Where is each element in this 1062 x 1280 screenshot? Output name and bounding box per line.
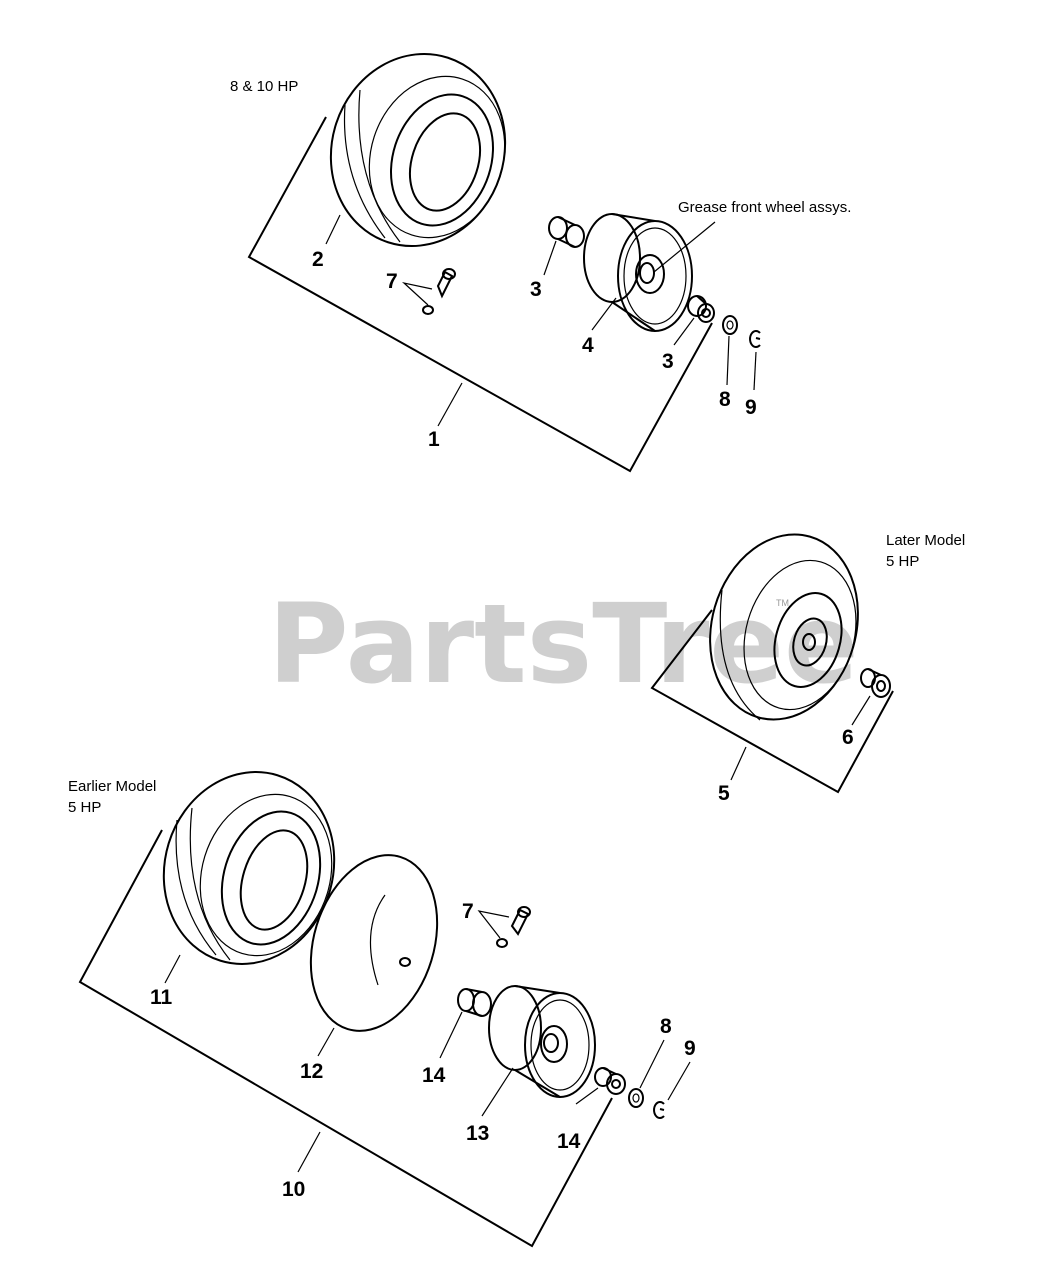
assembly-earlier-5hp: Earlier Model 5 HP 7 11 12 14 8 9 13 14 … <box>68 771 696 1248</box>
bracket-line-10 <box>78 829 613 1248</box>
washer-8-top-drawing <box>722 315 738 335</box>
callout-9-bottom: 9 <box>684 1037 696 1060</box>
tire-11-drawing <box>162 771 336 965</box>
note-later-5hp: 5 HP <box>886 553 919 570</box>
callout-3-right: 3 <box>662 350 674 373</box>
leader-9a <box>753 351 757 391</box>
callout-1: 1 <box>428 428 440 451</box>
note-8-10-hp: 8 & 10 HP <box>230 78 298 95</box>
leader-10 <box>297 1131 321 1173</box>
callout-5: 5 <box>718 782 730 805</box>
leader-9b <box>667 1061 691 1101</box>
rim-4-drawing <box>583 213 693 332</box>
callout-12: 12 <box>300 1060 323 1083</box>
rim-13-drawing <box>488 985 596 1098</box>
callout-8-top: 8 <box>719 388 731 411</box>
callout-11: 11 <box>150 986 173 1009</box>
callout-2: 2 <box>312 248 324 271</box>
leader-6 <box>851 695 871 726</box>
eclip-9-top-drawing <box>749 330 761 348</box>
leader-14b <box>575 1087 599 1105</box>
callout-7-top: 7 <box>386 270 398 293</box>
callout-6: 6 <box>842 726 854 749</box>
callout-8-bottom: 8 <box>660 1015 672 1038</box>
leader-5 <box>730 746 747 781</box>
tire-2-drawing <box>329 52 507 248</box>
bracket-line-1 <box>247 116 713 473</box>
note-earlier-5hp: 5 HP <box>68 799 101 816</box>
bearing-14-right-drawing <box>594 1067 626 1095</box>
callout-10: 10 <box>282 1178 305 1201</box>
valve-stem-7-top <box>401 268 456 315</box>
assembly-8-10hp: 8 & 10 HP Grease front wheel assys. 2 7 … <box>230 52 851 473</box>
bracket-line-5 <box>650 609 894 794</box>
callout-4: 4 <box>582 334 594 357</box>
bearing-3-right-drawing <box>687 295 715 323</box>
leader-3b <box>673 317 695 346</box>
callout-14-right: 14 <box>557 1130 581 1153</box>
callout-9-top: 9 <box>745 396 757 419</box>
washer-8-top-hole <box>726 320 734 330</box>
leader-11 <box>164 954 181 984</box>
leader-8b <box>639 1039 665 1089</box>
leader-8a <box>726 335 730 386</box>
grease-leader <box>653 221 716 273</box>
valve-stem-7-bottom <box>477 906 531 948</box>
trademark-mark: TM <box>776 598 789 608</box>
tire-5-drawing <box>709 533 859 721</box>
bearing-14-left-drawing <box>457 988 492 1017</box>
washer-8-bottom-hole <box>632 1093 640 1103</box>
leader-12 <box>317 1027 335 1057</box>
leader-14a <box>439 1011 463 1059</box>
parts-tree-watermark: PartsTree <box>268 580 859 708</box>
tube-12-drawing <box>309 854 439 1032</box>
leader-4 <box>591 297 617 331</box>
leader-13 <box>481 1067 514 1117</box>
note-later-model: Later Model <box>886 532 965 549</box>
washer-8-bottom-drawing <box>628 1088 644 1108</box>
note-grease: Grease front wheel assys. <box>678 199 851 216</box>
eclip-9-bottom-drawing <box>653 1101 665 1119</box>
callout-14-left: 14 <box>422 1064 446 1087</box>
callout-7-bottom: 7 <box>462 900 474 923</box>
bearing-3-left-drawing <box>548 216 585 248</box>
leader-3a <box>543 240 557 276</box>
bearing-6-drawing <box>860 668 891 698</box>
callout-3-left: 3 <box>530 278 542 301</box>
leader-2 <box>325 214 341 245</box>
assembly-later-5hp: Later Model 5 HP 6 5 <box>650 532 965 805</box>
callout-13: 13 <box>466 1122 489 1145</box>
leader-1 <box>437 382 463 427</box>
note-earlier-model: Earlier Model <box>68 778 156 795</box>
